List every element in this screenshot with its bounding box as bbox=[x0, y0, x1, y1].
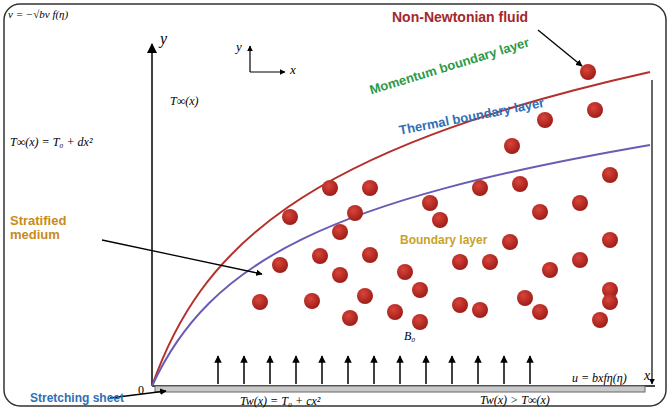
y-axis bbox=[151, 44, 153, 386]
stretching-sheet bbox=[155, 386, 645, 392]
thermal-curve bbox=[152, 145, 650, 386]
velocity-formula: u = bxfη(η) bbox=[572, 372, 627, 385]
edge-line bbox=[651, 80, 652, 384]
ambient-formula: T∞(x) = T₀ + dx² bbox=[10, 136, 93, 149]
sheet-label: Stretching sheet bbox=[30, 392, 124, 405]
small-x-axis bbox=[250, 71, 285, 72]
temp-relation: Tw(x) > T∞(x) bbox=[480, 394, 550, 407]
leader-line bbox=[102, 240, 262, 274]
medium-label: Stratified medium bbox=[10, 214, 98, 243]
axis-label: y bbox=[160, 30, 167, 48]
momentum-curve bbox=[152, 72, 650, 386]
leader-line bbox=[538, 30, 582, 66]
axis-label: y bbox=[236, 40, 242, 54]
field-label: B₀ bbox=[404, 330, 416, 343]
ambient-temp: T∞(x) bbox=[170, 95, 199, 108]
axis-label: x bbox=[290, 63, 296, 77]
origin-label: 0 bbox=[138, 384, 144, 397]
layer-label: Boundary layer bbox=[400, 234, 487, 247]
wall-formula: Tw(x) = T₀ + cx² bbox=[240, 395, 320, 408]
particles bbox=[252, 64, 618, 330]
velocity-formula: v = −√bν f(η) bbox=[8, 8, 68, 20]
small-y-axis bbox=[249, 46, 250, 72]
magnetic-arrows bbox=[218, 356, 530, 384]
fluid-label: Non-Newtonian fluid bbox=[392, 10, 528, 25]
frame bbox=[4, 4, 666, 406]
axis-label: x bbox=[644, 368, 650, 383]
